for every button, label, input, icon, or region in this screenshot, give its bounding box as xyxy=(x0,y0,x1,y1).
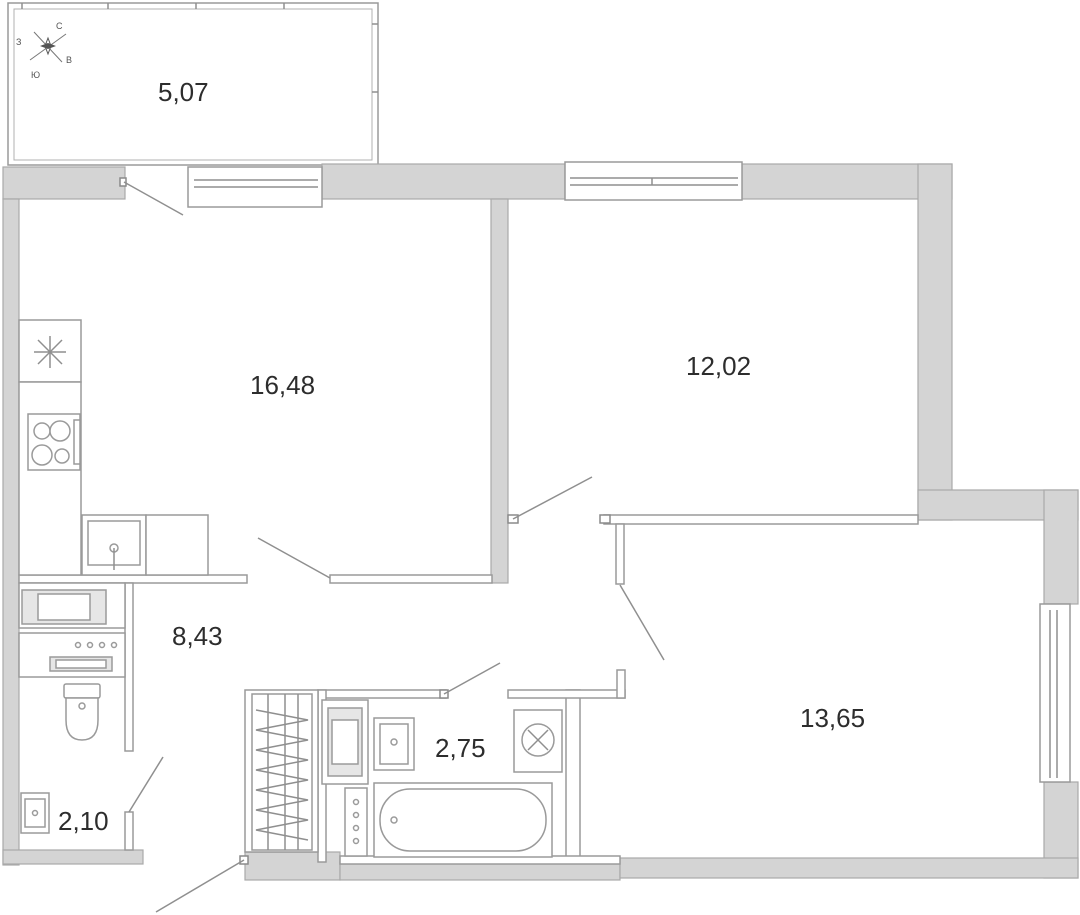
ventilation-fan-icon xyxy=(18,319,82,383)
door-bathroom xyxy=(439,662,501,699)
towel-dryer-icon xyxy=(251,693,313,851)
bathroom-sink-icon xyxy=(373,717,415,771)
door-toilet xyxy=(128,756,164,813)
compass-north: С xyxy=(56,21,63,31)
kitchen-sink-icon xyxy=(81,514,209,576)
door-bedroom-1 xyxy=(507,476,593,524)
door-entrance xyxy=(155,855,249,913)
door-balcony xyxy=(119,177,184,216)
area-bathroom: 2,75 xyxy=(435,733,486,763)
shelf-icon xyxy=(18,632,126,678)
area-toilet: 2,10 xyxy=(58,806,109,836)
ventilation-shaft-icon xyxy=(513,709,563,773)
bathroom-cabinet xyxy=(321,699,369,785)
window-kitchen xyxy=(187,166,323,208)
toilet-icon xyxy=(63,683,101,741)
door-bedroom-2 xyxy=(599,514,665,661)
compass-east: В xyxy=(66,55,72,65)
kitchen-counter xyxy=(18,381,82,576)
door-kitchen xyxy=(257,537,331,579)
bathroom-panel xyxy=(344,787,368,857)
balcony xyxy=(7,2,379,166)
area-bedroom-2: 13,65 xyxy=(800,703,865,733)
area-hallway: 8,43 xyxy=(172,621,223,651)
window-bedroom-2 xyxy=(1039,603,1071,783)
washing-machine-icon xyxy=(18,582,126,629)
toilet-sink-icon xyxy=(20,792,50,834)
compass-west: З xyxy=(16,37,21,47)
compass-south: Ю xyxy=(31,70,40,80)
area-bedroom-1: 12,02 xyxy=(686,351,751,381)
area-balcony: 5,07 xyxy=(158,77,209,107)
area-kitchen-living: 16,48 xyxy=(250,370,315,400)
window-bedroom-1 xyxy=(564,161,743,201)
compass-icon: С В Ю З xyxy=(16,21,72,80)
stove-icon xyxy=(27,413,81,471)
bathtub-icon xyxy=(373,782,553,858)
